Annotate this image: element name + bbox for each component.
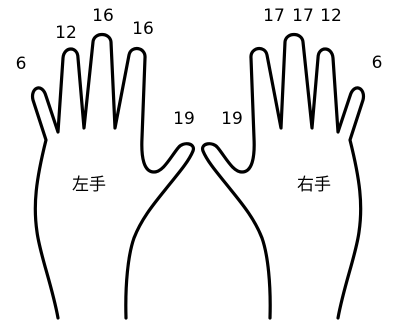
left-thumb-count: 19 xyxy=(173,109,195,129)
left-middle-finger-count: 16 xyxy=(92,6,114,26)
left-little-finger-count: 6 xyxy=(16,54,27,74)
left-hand-label: 左手 xyxy=(72,175,106,195)
right-hand-outline xyxy=(203,35,364,319)
right-thumb-count: 19 xyxy=(221,109,243,129)
left-ring-finger-count: 12 xyxy=(55,23,77,43)
left-hand-outline xyxy=(33,35,194,319)
right-index-finger-count: 17 xyxy=(263,6,285,26)
left-index-finger-count: 16 xyxy=(132,19,154,39)
right-little-finger-count: 6 xyxy=(372,53,383,73)
right-hand-label: 右手 xyxy=(297,175,331,195)
right-ring-finger-count: 12 xyxy=(320,6,342,26)
right-middle-finger-count: 17 xyxy=(292,6,314,26)
